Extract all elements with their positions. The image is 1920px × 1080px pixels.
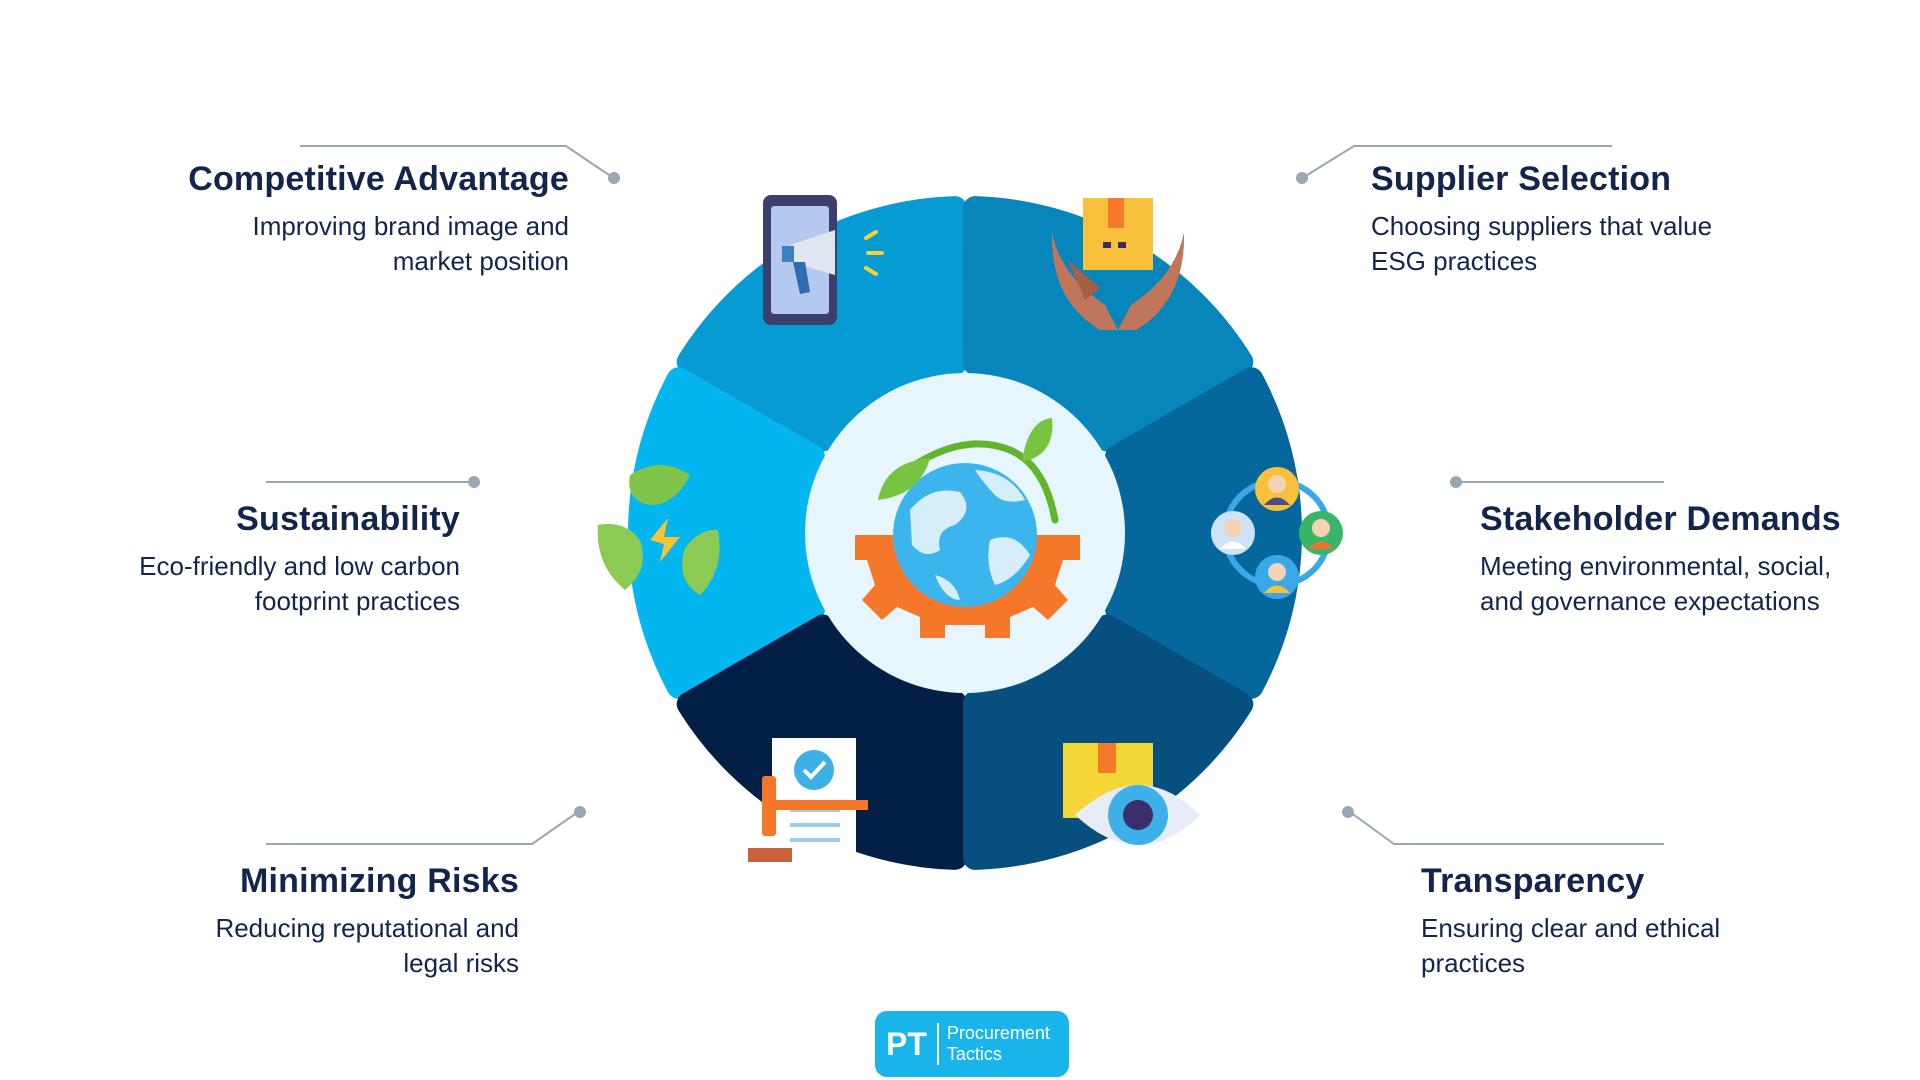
logo-divider	[936, 1023, 939, 1065]
label-competitive-advantage: Competitive Advantage Improving brand im…	[109, 160, 569, 279]
connector-line-supplier-selection	[1303, 145, 1612, 178]
connector-line-competitive-advantage	[300, 145, 613, 178]
segment-transparency	[962, 614, 1254, 870]
segment-description-line: practices	[1421, 948, 1526, 978]
stakeholder-network-icon	[1211, 467, 1343, 599]
connector-dot	[574, 806, 586, 818]
segment-sustainability	[628, 367, 826, 699]
logo-initials: PT	[886, 1025, 927, 1062]
label-sustainability: Sustainability Eco-friendly and low carb…	[0, 500, 460, 619]
connector-dot	[1342, 806, 1354, 818]
gavel-document-icon	[748, 738, 868, 866]
segment-title: Minimizing Risks	[239, 862, 519, 900]
connector-dot	[1450, 476, 1462, 488]
segment-title: Stakeholder Demands	[1480, 500, 1841, 538]
logo-line-1: Procurement	[946, 1023, 1050, 1043]
segment-description-line: legal risks	[403, 948, 519, 978]
label-stakeholder-demands: Stakeholder Demands Meeting environmenta…	[1480, 500, 1900, 619]
segment-title: Competitive Advantage	[188, 160, 569, 198]
segment-description-line: ESG practices	[1371, 246, 1538, 276]
connector-dot	[1296, 172, 1308, 184]
segment-description-line: Ensuring clear and ethical	[1421, 913, 1721, 943]
connector-line-transparency	[1349, 811, 1664, 845]
globe-gear-icon	[855, 418, 1080, 638]
label-minimizing-risks: Minimizing Risks Reducing reputational a…	[59, 862, 519, 981]
segment-stakeholder-demands	[1104, 367, 1302, 699]
segment-title: Supplier Selection	[1371, 160, 1672, 198]
hands-box-icon	[1051, 198, 1185, 330]
megaphone-phone-icon	[763, 195, 884, 325]
segment-description-line: Meeting environmental, social,	[1480, 551, 1832, 581]
segment-description-line: footprint practices	[254, 586, 460, 616]
logo-line-2: Tactics	[946, 1044, 1002, 1064]
label-transparency: Transparency Ensuring clear and ethical …	[1421, 862, 1881, 981]
recycle-leaves-icon	[597, 465, 720, 595]
label-supplier-selection: Supplier Selection Choosing suppliers th…	[1371, 160, 1831, 279]
connector-line-minimizing-risks	[266, 811, 579, 845]
segment-description-line: and governance expectations	[1480, 586, 1820, 616]
segment-title: Transparency	[1421, 862, 1645, 900]
segment-description-line: Choosing suppliers that value	[1371, 211, 1713, 241]
segment-description-line: Improving brand image and	[252, 211, 569, 241]
segment-title: Sustainability	[236, 500, 460, 538]
segment-description-line: Eco-friendly and low carbon	[139, 551, 460, 581]
connector-dot	[608, 172, 620, 184]
eye-box-icon	[1063, 743, 1200, 845]
segment-description-line: Reducing reputational and	[215, 913, 519, 943]
procurement-tactics-logo: PT Procurement Tactics	[875, 1011, 1069, 1077]
connector-dot	[468, 476, 480, 488]
segment-description-line: market position	[392, 246, 569, 276]
